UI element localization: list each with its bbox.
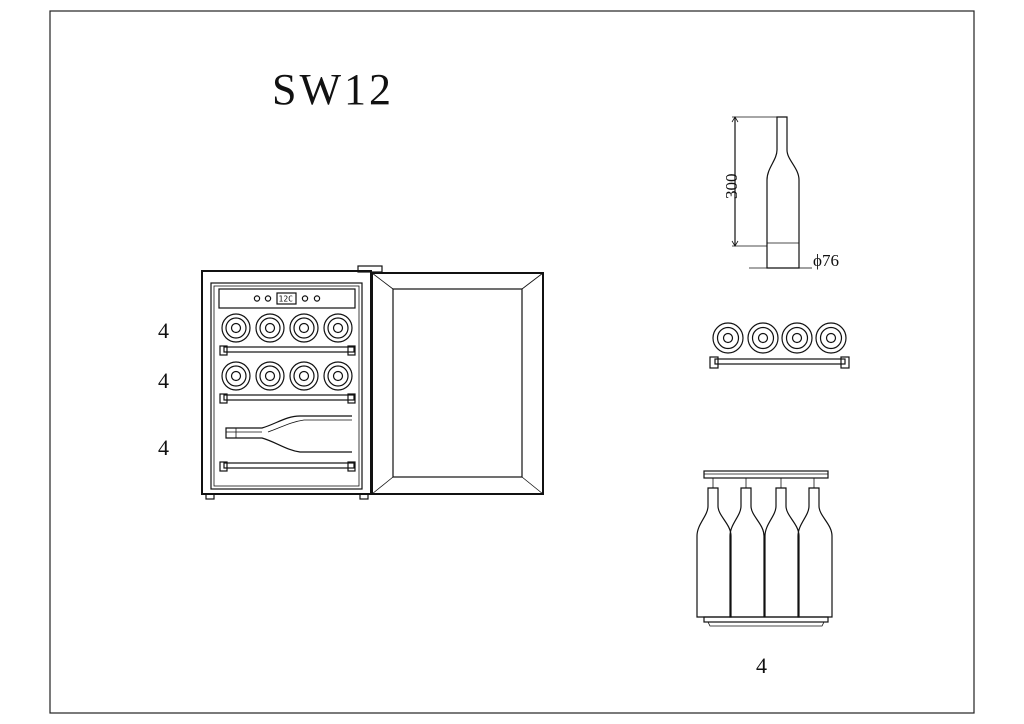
model-title: SW12 [272, 65, 394, 114]
control-buttons [253, 295, 321, 302]
cabinet-foot-left [205, 493, 215, 500]
diameter-dimension-label: ϕ76 [813, 251, 839, 270]
temperature-display [276, 292, 297, 305]
shelf-1-bottles [221, 313, 353, 343]
bottle-dimension-view: 300 ϕ76 [722, 116, 839, 270]
bottle-outline [766, 116, 800, 269]
cabinet-foot-right [359, 493, 369, 500]
bottom-bottles-side-view [225, 415, 352, 453]
top-view-bottles [696, 470, 833, 627]
bottom-rack [219, 461, 356, 472]
open-glass-door [371, 272, 544, 495]
control-panel [218, 288, 356, 309]
top-view-count: 4 [756, 653, 767, 678]
shelf-end-view [709, 322, 850, 369]
shelf-2-count: 4 [158, 368, 169, 393]
temperature-display-text: 12C [279, 295, 294, 304]
shelf-3-count: 4 [158, 435, 169, 460]
cabinet-inner-frame [210, 282, 363, 490]
shelf-1-rack [219, 345, 356, 356]
shelf-1-count: 4 [158, 318, 169, 343]
shelf-2-bottles [221, 361, 353, 391]
shelf-2-rack [219, 393, 356, 404]
height-dimension-label: 300 [722, 174, 741, 200]
sheet-border [49, 10, 975, 714]
cabinet-front-view: 12C [201, 265, 383, 500]
